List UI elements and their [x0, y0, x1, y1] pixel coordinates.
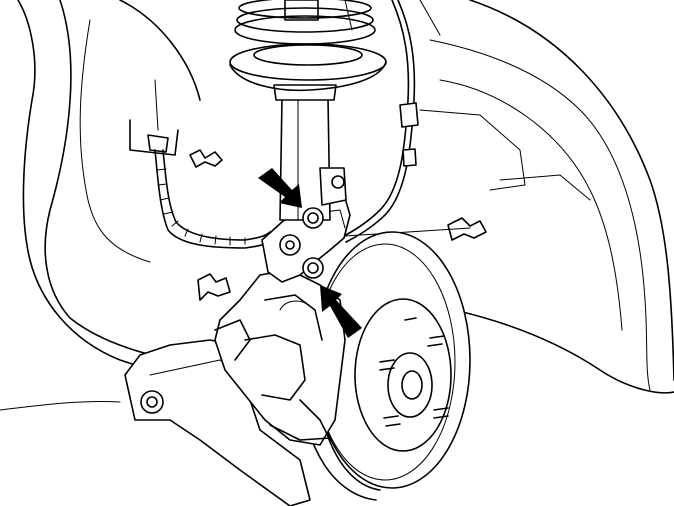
- retaining-clip-left: [197, 273, 231, 301]
- lower-mounting-bolt: [302, 257, 324, 279]
- lower-arm: [124, 339, 311, 506]
- brake-hose: [339, 0, 471, 243]
- upper-mounting-bolt: [302, 207, 324, 229]
- abs-sensor-cable: [129, 79, 273, 249]
- upper-nut-arrow: [258, 168, 302, 208]
- retaining-clip-upper: [189, 149, 223, 168]
- strut: [273, 84, 347, 221]
- wheel-stud: [379, 317, 449, 427]
- lower-nut-arrow: [320, 285, 362, 338]
- wheel-hub: [354, 298, 452, 452]
- coil-spring: [229, 0, 387, 92]
- retaining-clip-right: [447, 217, 487, 241]
- brake-caliper: [214, 269, 346, 446]
